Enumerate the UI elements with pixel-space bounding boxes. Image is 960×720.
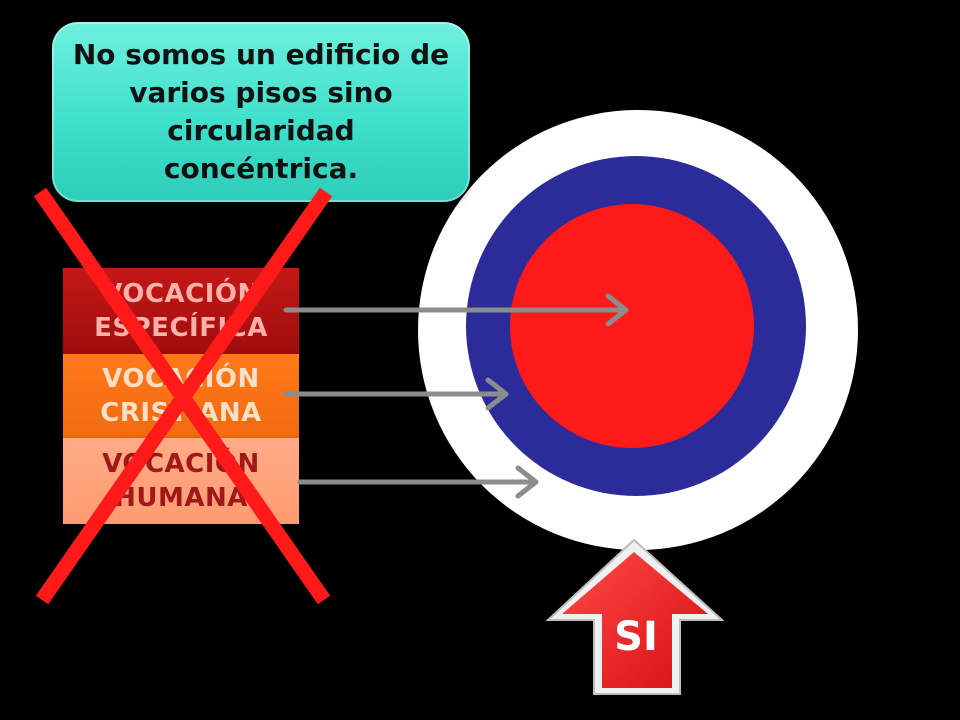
callout-box: No somos un edificio de varios pisos sin… — [52, 22, 470, 202]
cross-mark-icon — [33, 187, 333, 605]
arrow-to-inner — [283, 293, 629, 327]
inner-circle — [510, 204, 754, 448]
up-arrow-icon — [545, 538, 725, 695]
arrow-to-middle — [283, 377, 509, 411]
arrow-to-outer — [297, 465, 539, 499]
callout-text: No somos un edificio de varios pisos sin… — [72, 38, 450, 185]
vocation-human-label: VOCACIÓN HUMANA — [102, 449, 260, 513]
si-label: SI — [614, 614, 658, 660]
